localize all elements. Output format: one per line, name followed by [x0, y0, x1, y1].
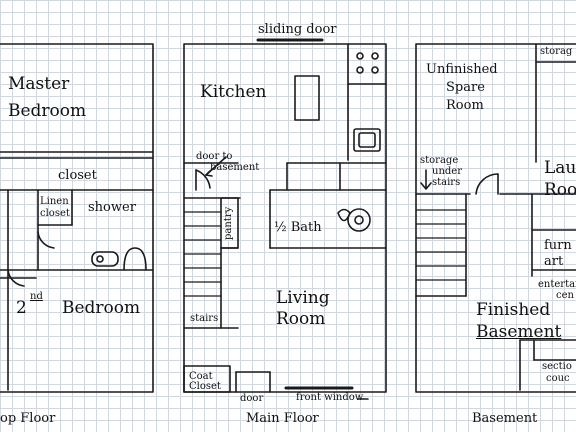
- shower-label: shower: [88, 200, 136, 215]
- door-label: door: [240, 393, 264, 404]
- front-window-label: front window: [296, 392, 364, 403]
- furnace-label-line2: art: [544, 254, 564, 269]
- furnace-label-line1: furn: [544, 238, 572, 253]
- storage-top-label: storag: [540, 46, 573, 57]
- coat-closet-label-line1: Coat: [189, 371, 213, 382]
- storage-under-stairs-label-line1: storage: [420, 155, 459, 166]
- basement-caption: Basement: [472, 411, 538, 426]
- finished-basement-label-line2: Basement: [476, 322, 562, 342]
- second-bedroom-label: Bedroom: [62, 298, 141, 318]
- main-floor-plan: [183, 38, 387, 400]
- second-bedroom-number: 2: [16, 298, 27, 318]
- sliding-door-label: sliding door: [258, 22, 337, 37]
- entertainment-center-label-line2: cen: [556, 290, 574, 301]
- half-bath-label: ½ Bath: [274, 220, 322, 235]
- closet-label: closet: [58, 168, 97, 183]
- finished-basement-label-line1: Finished: [476, 300, 551, 320]
- storage-under-stairs-label-line3: stairs: [432, 177, 461, 188]
- living-room-label-line2: Room: [276, 309, 326, 329]
- linen-closet-label-line1: Linen: [40, 196, 69, 207]
- main-floor-caption: Main Floor: [246, 411, 319, 426]
- sectional-couch-label-line2: couc: [546, 373, 570, 384]
- coat-closet-label-line2: Closet: [189, 381, 221, 392]
- sectional-couch-label-line1: sectio: [542, 361, 572, 372]
- laundry-room-label-line1: Lau: [544, 158, 576, 178]
- unfinished-room-label-line1: Unfinished: [426, 62, 498, 77]
- second-bedroom-ordinal: nd: [30, 291, 43, 302]
- door-to-basement-label-line1: door to: [196, 151, 233, 162]
- door-to-basement-label-line2: basement: [210, 162, 260, 173]
- stairs-label: stairs: [190, 313, 219, 324]
- master-bedroom-label-line1: Master: [8, 74, 70, 94]
- unfinished-room-label-line2: Spare: [446, 80, 485, 95]
- storage-under-stairs-label-line2: under: [432, 166, 462, 177]
- living-room-label-line1: Living: [276, 288, 330, 308]
- master-bedroom-label-line2: Bedroom: [8, 101, 87, 121]
- top-floor-caption: op Floor: [0, 411, 56, 426]
- kitchen-label: Kitchen: [200, 82, 267, 102]
- unfinished-room-label-line3: Room: [446, 98, 484, 113]
- basement-plan: [415, 43, 576, 393]
- linen-closet-label-line2: closet: [40, 208, 70, 219]
- pantry-label: pantry: [223, 206, 234, 240]
- laundry-room-label-line2: Roo: [544, 180, 576, 200]
- top-floor-plan: [0, 43, 154, 393]
- entertainment-center-label-line1: entertai: [538, 279, 576, 290]
